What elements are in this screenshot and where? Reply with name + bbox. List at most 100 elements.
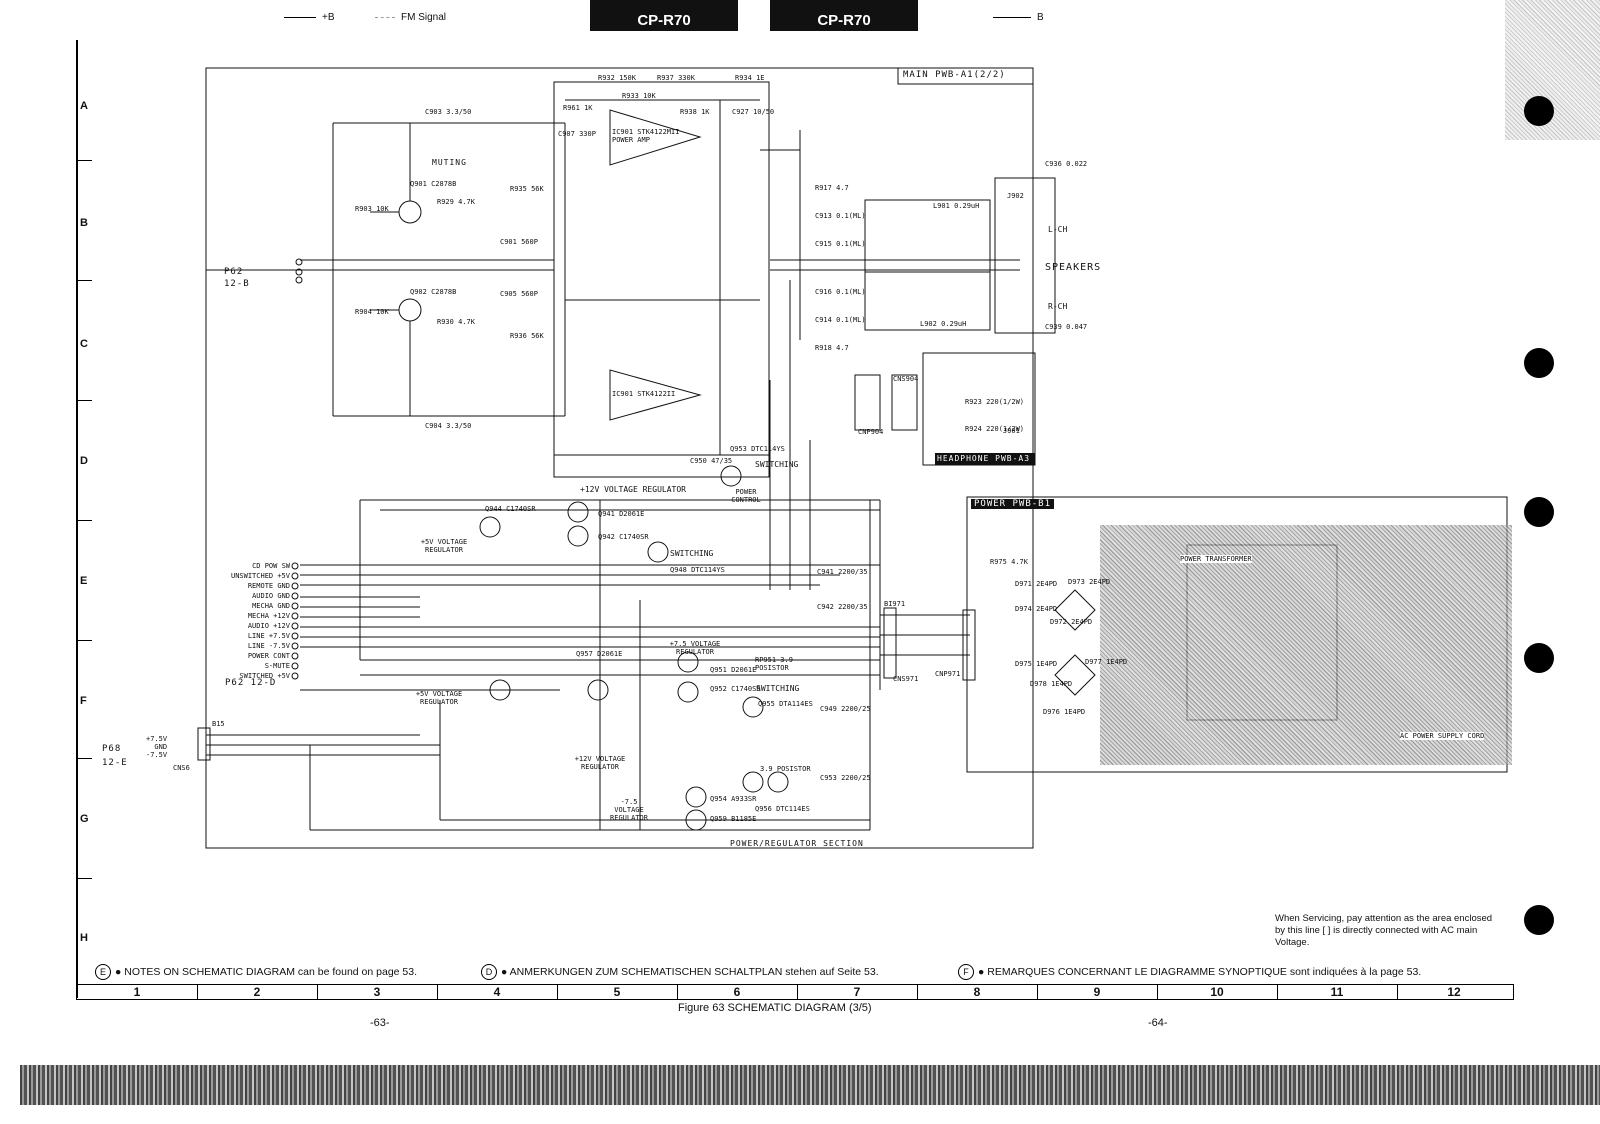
part-label: D972 2E4PD — [1050, 618, 1093, 626]
page-number-right: -64- — [1148, 1017, 1168, 1029]
part-label: R923 220(1/2W) — [965, 398, 1025, 406]
main-board-border — [205, 67, 1034, 849]
switching-label-1: SWITCHING — [670, 549, 714, 558]
part-label: R975 4.7K — [990, 558, 1028, 566]
part-label: CNS971 — [893, 675, 919, 683]
row-label-g: G — [80, 813, 89, 825]
part-label: R935 56K — [510, 185, 544, 193]
punch-hole — [1524, 497, 1554, 527]
conn-label-6: MECHA +12V — [247, 612, 290, 620]
part-label: D975 1E4PD — [1015, 660, 1058, 668]
part-label: Q955 DTA114ES — [758, 700, 813, 708]
part-label: Q901 C2878B — [410, 180, 457, 188]
punch-hole — [1524, 905, 1554, 935]
conn-label-3: REMOTE GND — [247, 582, 290, 590]
part-label: C953 2200/25 — [820, 774, 871, 782]
part-label: CNS904 — [893, 375, 919, 383]
row-divider — [76, 520, 92, 521]
part-label: L902 0.29uH — [920, 320, 967, 328]
part-label: Q952 C1740SR — [710, 685, 761, 693]
p68-label: P68 — [102, 744, 122, 754]
column-label-8: 8 — [917, 985, 1038, 999]
punch-hole — [1524, 96, 1554, 126]
column-strip: 1 2 3 4 5 6 7 8 9 10 11 12 — [76, 984, 1514, 1000]
part-label: Q944 C1740SR — [485, 505, 536, 513]
conn-label-11: S-MUTE — [264, 662, 290, 670]
page-number-left: -63- — [370, 1017, 390, 1029]
part-label: Q948 DTC114YS — [670, 566, 725, 574]
conn-label-1: CD POW SW — [252, 562, 290, 570]
column-label-6: 6 — [677, 985, 798, 999]
power-amp-label: IC901 STK4122MII POWER AMP — [612, 128, 680, 144]
part-label: R930 4.7K — [437, 318, 475, 326]
column-label-12: 12 — [1447, 985, 1461, 999]
column-label-11: 11 — [1277, 985, 1398, 999]
p68-pin-2: GND — [154, 743, 168, 751]
reg-12v-label: +12V VOLTAGE REGULATOR — [580, 485, 686, 494]
part-label: C907 330P — [558, 130, 596, 138]
column-label-9: 9 — [1037, 985, 1158, 999]
part-label: B15 — [212, 720, 225, 728]
conn-label-5: MECHA GND — [252, 602, 290, 610]
ic-lower-label: IC901 STK4122II — [612, 390, 676, 398]
part-label: Q951 D2061E — [710, 666, 757, 674]
note-french-text: ● REMARQUES CONCERNANT LE DIAGRAMME SYNO… — [978, 966, 1422, 978]
part-label: Q957 D2061E — [576, 650, 623, 658]
headphone-board-label: HEADPHONE PWB-A3 — [937, 454, 1031, 463]
row-divider — [76, 280, 92, 281]
part-label: R934 1E — [735, 74, 765, 82]
lch-label: L-CH — [1048, 225, 1068, 234]
conn-label-9: LINE -7.5V — [247, 642, 290, 650]
conn-label-7: AUDIO +12V — [247, 622, 290, 630]
part-label: R932 150K — [598, 74, 636, 82]
part-label: C914 0.1(ML) — [815, 316, 866, 324]
switching-label-3: SWITCHING — [755, 460, 799, 469]
note-english-text: ● NOTES ON SCHEMATIC DIAGRAM can be foun… — [115, 966, 418, 978]
power-board-label: POWER PWB-B1 — [971, 499, 1055, 509]
row-divider — [76, 758, 92, 759]
p68-ref: P68 12-E — [102, 742, 128, 770]
part-label: R903 10K — [355, 205, 389, 213]
muting-label: MUTING — [432, 158, 467, 167]
posistor-label-1: RP951 3.9 POSISTOR — [755, 656, 793, 672]
note-english: E● NOTES ON SCHEMATIC DIAGRAM can be fou… — [95, 964, 417, 980]
conn-label-10: POWER CONT — [247, 652, 290, 660]
part-label: D976 1E4PD — [1043, 708, 1086, 716]
row-divider — [76, 400, 92, 401]
row-label-f: F — [80, 695, 87, 707]
p68-pin-3: -7.5V — [146, 751, 168, 759]
power-transformer-label: POWER TRANSFORMER — [1180, 555, 1252, 563]
conn-label-4: AUDIO GND — [252, 592, 290, 600]
part-label: Q954 A933SR — [710, 795, 757, 803]
part-label: CNP904 — [858, 428, 884, 436]
row-divider — [76, 640, 92, 641]
column-label-4: 4 — [437, 985, 558, 999]
p68-pins: +7.5V GND -7.5V — [146, 735, 167, 759]
note-german-text: ● ANMERKUNGEN ZUM SCHEMATISCHEN SCHALTPL… — [501, 966, 879, 978]
figure-caption: Figure 63 SCHEMATIC DIAGRAM (3/5) — [678, 1002, 872, 1014]
rch-label: R-CH — [1048, 302, 1068, 311]
part-label: BI971 — [884, 600, 906, 608]
part-label: R918 4.7 — [815, 344, 849, 352]
part-label: Q902 C2878B — [410, 288, 457, 296]
column-label-7: 7 — [797, 985, 918, 999]
section-label: POWER/REGULATOR SECTION — [730, 839, 864, 848]
row-label-c: C — [80, 338, 88, 350]
p62-top-grid: 12-B — [224, 279, 250, 289]
column-label-5: 5 — [557, 985, 678, 999]
note-d-badge: D — [481, 964, 497, 980]
part-label: C939 0.047 — [1045, 323, 1088, 331]
row-label-b: B — [80, 217, 88, 229]
service-note: When Servicing, pay attention as the are… — [1275, 913, 1493, 948]
row-divider — [76, 878, 92, 879]
column-label-10: 10 — [1157, 985, 1278, 999]
note-f-badge: F — [958, 964, 974, 980]
schematic-frame — [76, 40, 1513, 998]
row-label-e: E — [80, 575, 88, 587]
reg-5v-b-label: +5V VOLTAGE REGULATOR — [415, 690, 463, 706]
part-label: C913 0.1(ML) — [815, 212, 866, 220]
conn-label-2: UNSWITCHED +5V — [230, 572, 290, 580]
part-label: R904 10K — [355, 308, 389, 316]
column-label-3: 3 — [317, 985, 438, 999]
column-label-2: 2 — [197, 985, 318, 999]
